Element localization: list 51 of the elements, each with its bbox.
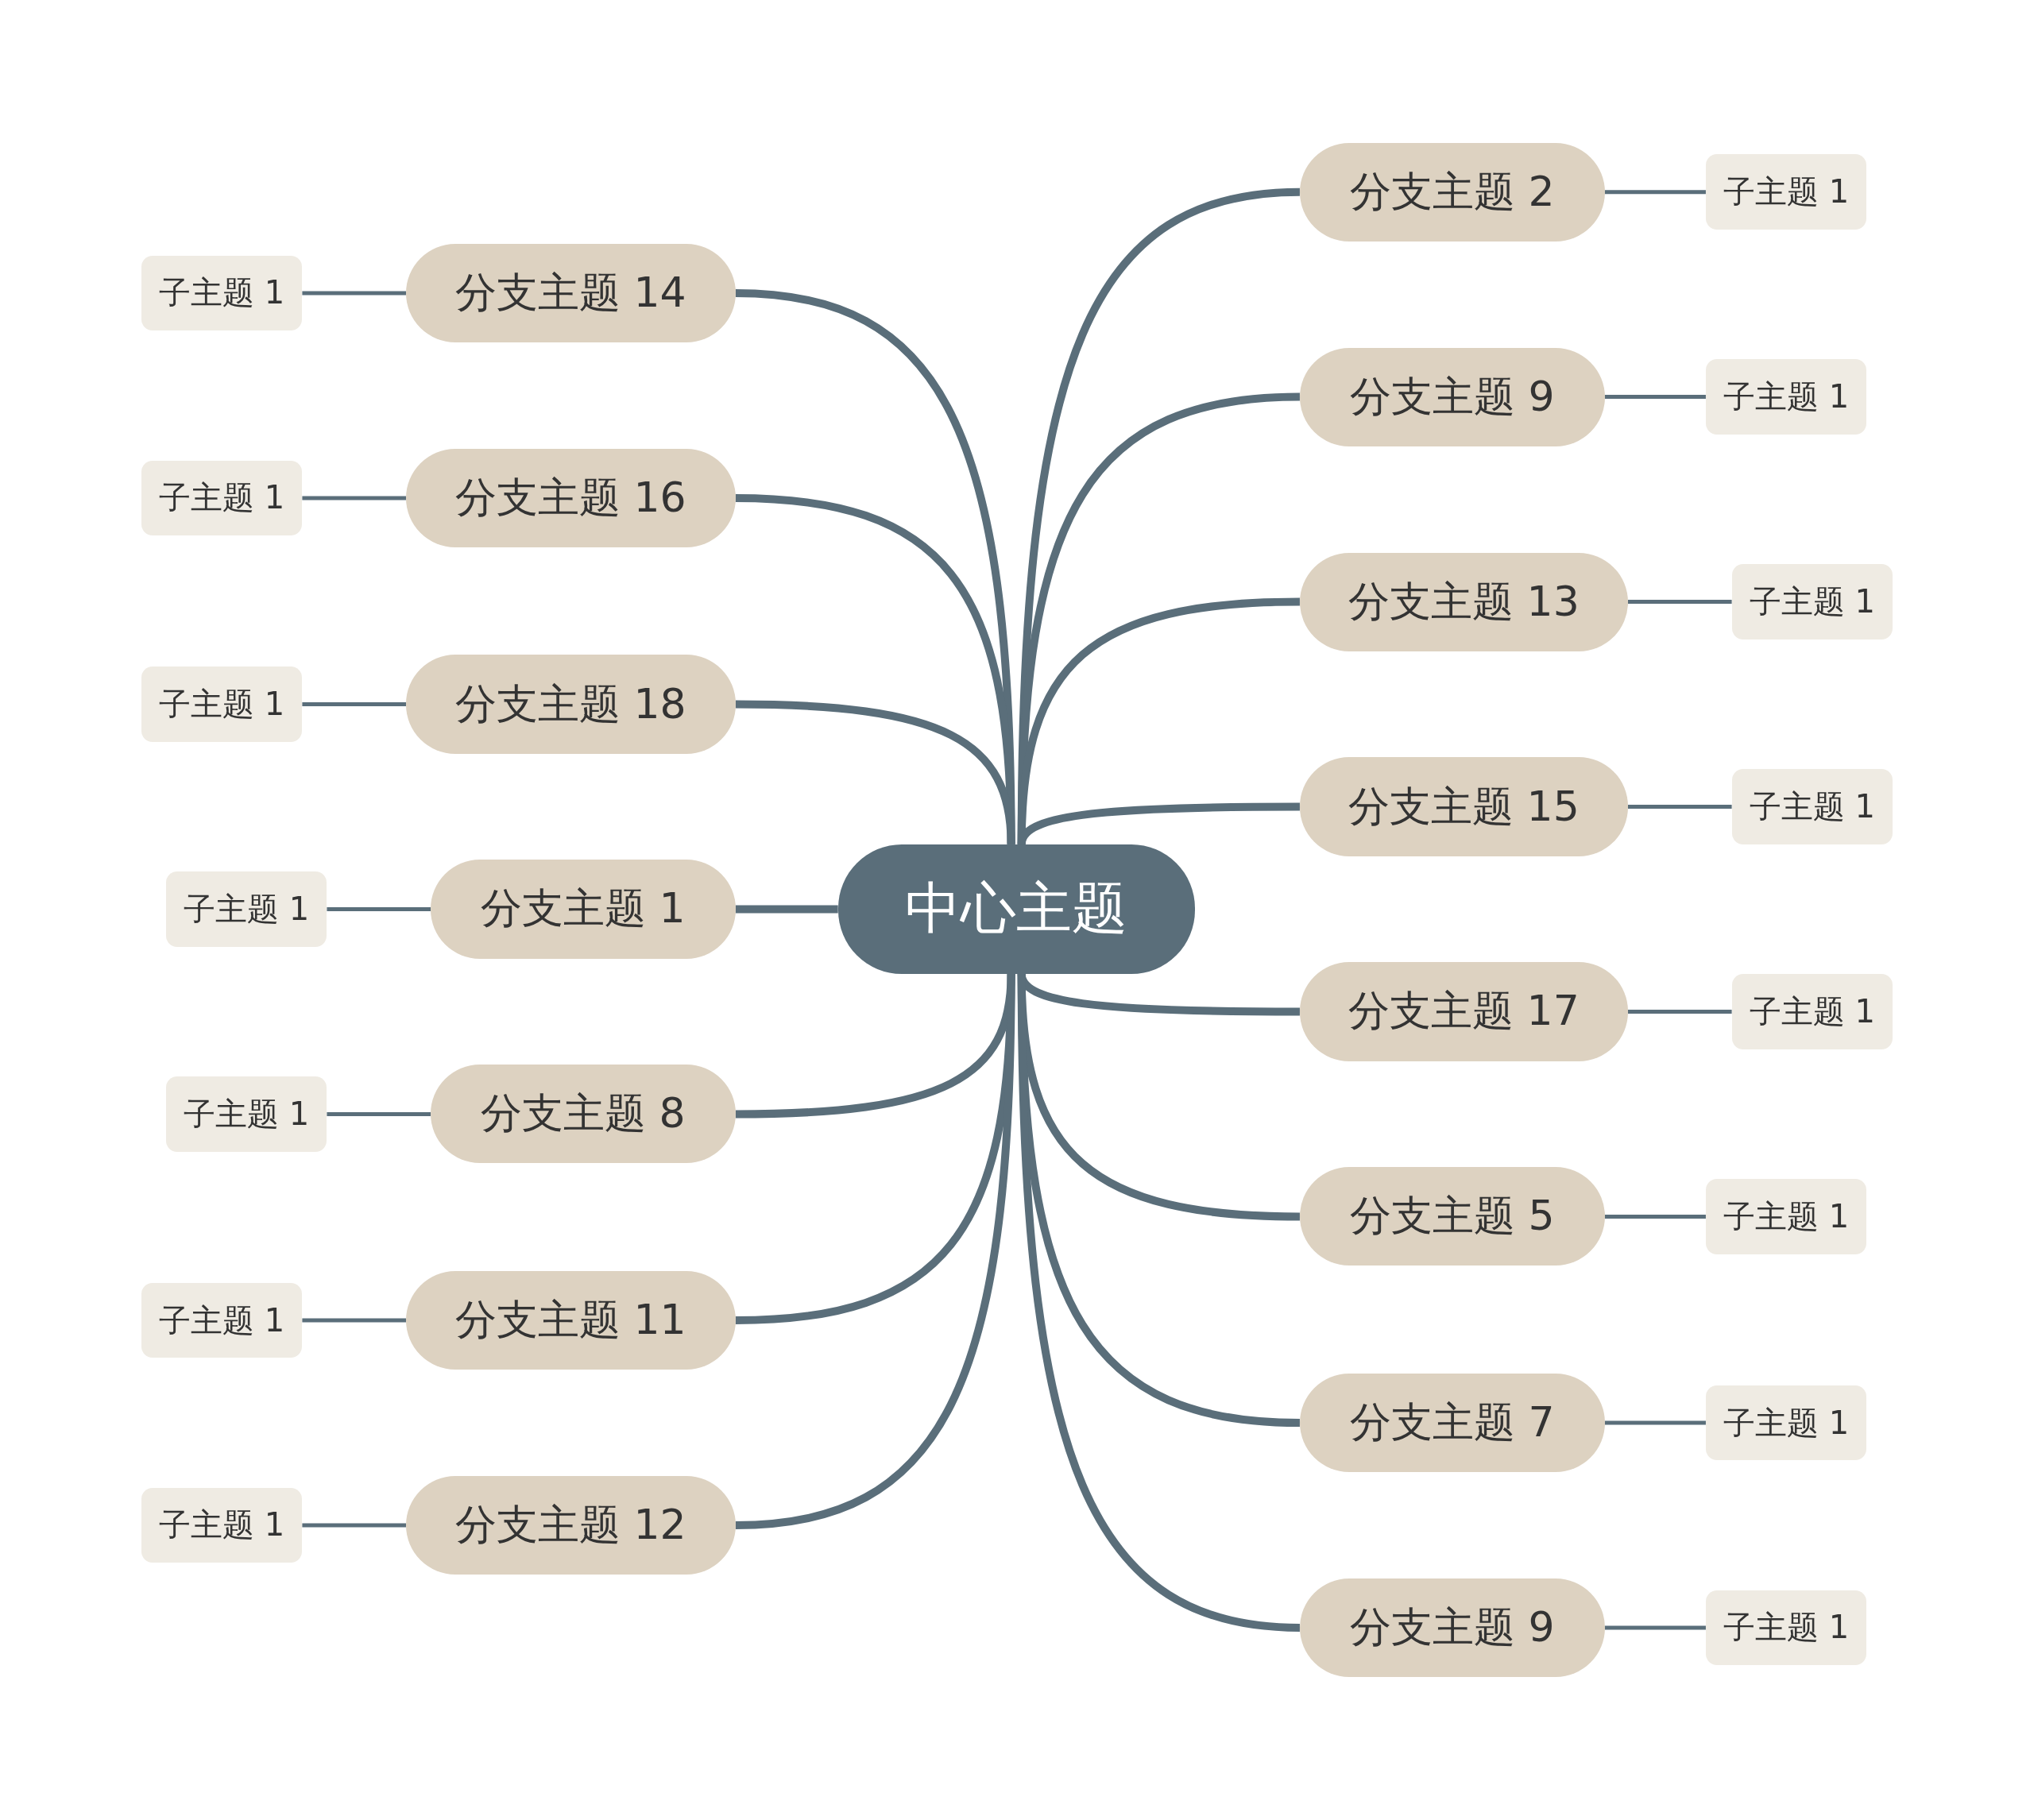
subtopic-box: 子主题 1	[141, 1487, 303, 1563]
branch-topic-box: 分支主题 16	[406, 448, 736, 547]
branch-line	[735, 974, 1015, 1529]
subtopic-box: 子主题 1	[141, 1282, 303, 1358]
subtopic-box: 子主题 1	[1705, 1385, 1867, 1461]
branch-topic-box: 分支主题 17	[1299, 962, 1628, 1061]
connector-line	[327, 907, 431, 911]
connector-line	[1604, 1214, 1706, 1219]
branch-topic-box: 分支主题 12	[406, 1475, 736, 1575]
connector-line	[1628, 1009, 1732, 1014]
connector-line	[1604, 395, 1706, 400]
central-topic-box: 中心主题	[837, 844, 1195, 975]
branch-line	[1017, 802, 1300, 845]
branch-topic-box: 分支主题 5	[1299, 1167, 1605, 1266]
branch-topic-box: 分支主题 11	[406, 1271, 736, 1370]
branch-topic-box: 分支主题 9	[1299, 347, 1605, 446]
subtopic-box: 子主题 1	[1731, 564, 1893, 640]
branch-line	[735, 905, 838, 914]
connector-line	[1628, 600, 1732, 605]
branch-topic-box: 分支主题 1	[431, 860, 736, 959]
connector-line	[302, 1318, 406, 1323]
connector-line	[327, 1111, 431, 1116]
connector-line	[1604, 1420, 1706, 1425]
branch-line	[1017, 974, 1301, 1632]
connector-line	[1628, 805, 1732, 809]
subtopic-box: 子主题 1	[1705, 1179, 1867, 1254]
branch-topic-box: 分支主题 7	[1299, 1373, 1605, 1473]
branch-topic-box: 分支主题 18	[406, 655, 736, 754]
subtopic-box: 子主题 1	[165, 1076, 327, 1152]
connector-line	[1604, 190, 1706, 195]
subtopic-box: 子主题 1	[165, 871, 327, 947]
subtopic-box: 子主题 1	[1705, 359, 1867, 435]
subtopic-box: 子主题 1	[1731, 974, 1893, 1049]
subtopic-box: 子主题 1	[1705, 154, 1867, 230]
branch-topic-box: 分支主题 2	[1299, 142, 1605, 242]
branch-topic-box: 分支主题 8	[431, 1065, 736, 1164]
connector-line	[302, 496, 406, 500]
branch-line	[735, 700, 1015, 845]
branch-topic-box: 分支主题 13	[1299, 552, 1628, 651]
subtopic-box: 子主题 1	[1705, 1590, 1867, 1666]
subtopic-box: 子主题 1	[141, 460, 303, 536]
branch-topic-box: 分支主题 14	[406, 243, 736, 342]
connector-line	[302, 291, 406, 296]
branch-topic-box: 分支主题 15	[1299, 757, 1628, 856]
subtopic-box: 子主题 1	[1731, 769, 1893, 844]
connector-line	[302, 1523, 406, 1528]
subtopic-box: 子主题 1	[141, 255, 303, 331]
branch-topic-box: 分支主题 9	[1299, 1578, 1605, 1677]
subtopic-box: 子主题 1	[141, 667, 303, 742]
connector-line	[302, 702, 406, 707]
connector-line	[1604, 1625, 1706, 1630]
